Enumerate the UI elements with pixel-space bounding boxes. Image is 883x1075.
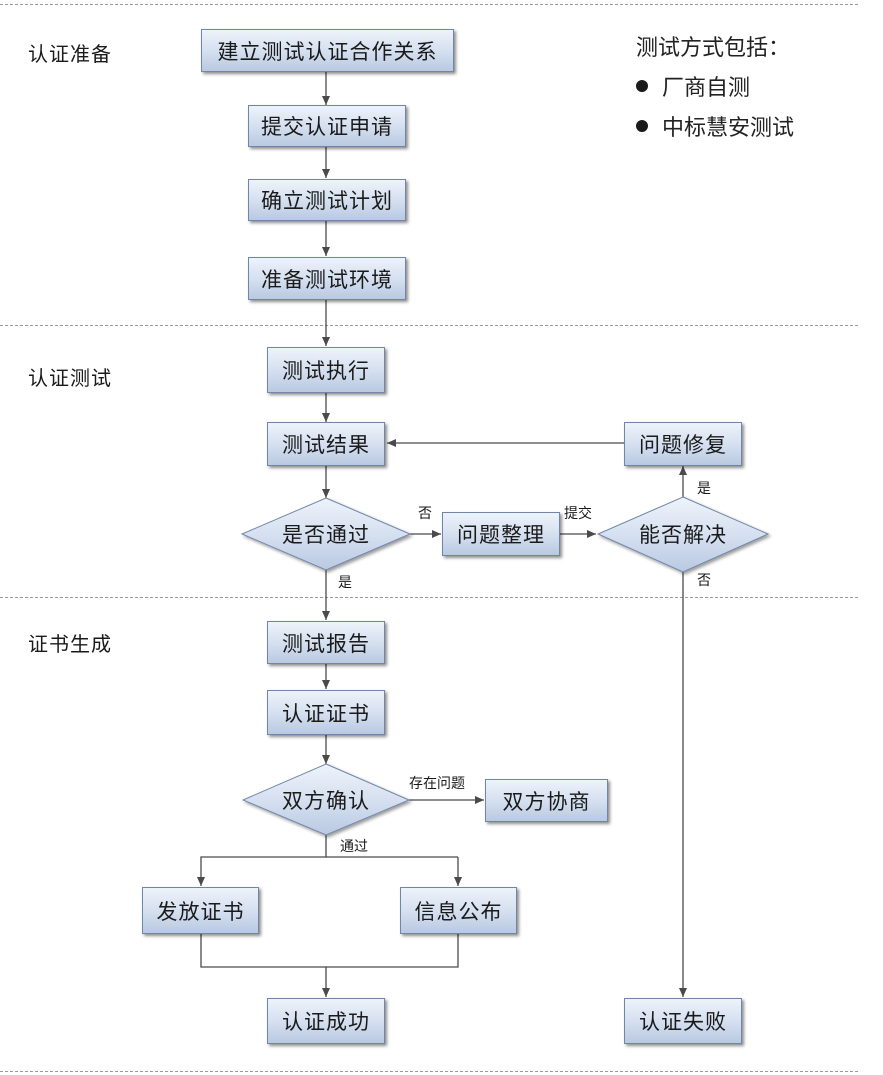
edge-publish-merge: [326, 934, 459, 968]
bullet-icon: [636, 80, 648, 92]
node-issue-cert: 发放证书: [142, 887, 259, 934]
edge-label-submit: 提交: [564, 506, 592, 522]
edge-confirm-pass-split: [197, 835, 327, 886]
diamond-resolvable: [596, 496, 770, 573]
edge-label-passed-yes: 是: [338, 575, 352, 591]
edge-label-has-issue: 存在问题: [409, 776, 465, 792]
node-negotiate: 双方协商: [485, 779, 608, 822]
legend-item-label: 中标慧安测试: [662, 116, 795, 141]
bullet-icon: [636, 120, 648, 132]
separator-bottom: [0, 1071, 858, 1072]
node-issue-fix: 问题修复: [624, 422, 742, 466]
edge-label-pass: 通过: [340, 839, 368, 855]
separator-testing-certificate: [0, 597, 858, 598]
section-label-testing: 认证测试: [28, 366, 112, 390]
node-publish: 信息公布: [400, 887, 517, 934]
edge-label-resolvable-yes: 是: [697, 481, 711, 497]
node-test-result: 测试结果: [267, 422, 385, 466]
diamond-passed-label: 是否通过: [282, 523, 370, 547]
diamond-mutual-confirm: [241, 763, 411, 836]
node-failure: 认证失败: [624, 998, 742, 1044]
diamond-passed: [240, 497, 412, 571]
edge-label-resolvable-no: 否: [697, 573, 711, 589]
diamond-mutual-confirm-label: 双方确认: [282, 789, 370, 813]
legend-item-label: 厂商自测: [662, 76, 751, 101]
node-success: 认证成功: [267, 998, 385, 1044]
node-test-exec: 测试执行: [267, 347, 385, 393]
node-test-plan: 确立测试计划: [248, 179, 406, 221]
diamond-resolvable-label: 能否解决: [639, 523, 727, 547]
node-cooperation: 建立测试认证合作关系: [201, 29, 454, 72]
section-label-certificate: 证书生成: [28, 632, 112, 656]
node-test-env: 准备测试环境: [248, 257, 406, 300]
node-issue-sort: 问题整理: [442, 512, 560, 556]
separator-top: [0, 4, 858, 5]
node-test-report: 测试报告: [267, 621, 385, 664]
edge-issue-merge: [200, 934, 330, 997]
section-label-prepare: 认证准备: [28, 42, 112, 66]
node-cert: 认证证书: [267, 690, 385, 735]
edge-label-passed-no: 否: [418, 506, 432, 522]
separator-prepare-testing: [0, 325, 858, 326]
test-method-legend: 测试方式包括： 厂商自测 中标慧安测试: [636, 30, 794, 150]
node-submit-application: 提交认证申请: [248, 105, 406, 147]
legend-item: 厂商自测: [636, 70, 794, 102]
legend-item: 中标慧安测试: [636, 110, 794, 142]
legend-title: 测试方式包括：: [636, 36, 791, 61]
